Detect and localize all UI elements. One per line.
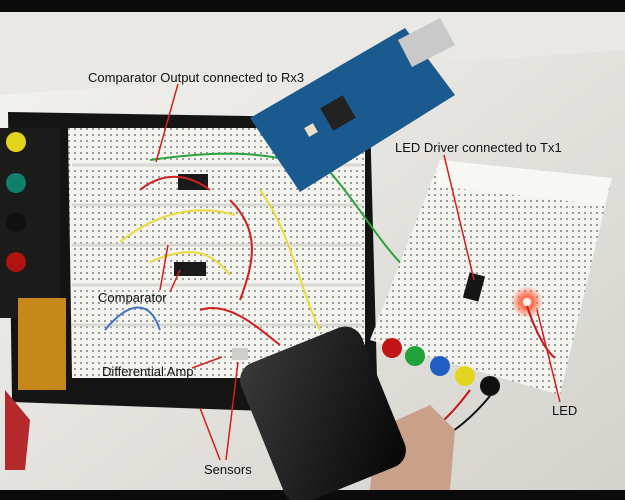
led-driver-chip [462,272,486,302]
differential-amp-label: Differential Amp [102,364,194,379]
binding-posts-left [0,128,60,318]
red-led [523,298,531,306]
arduino-reset-button [304,123,318,137]
wish-label [18,298,66,390]
large-breadboard [68,128,365,378]
ic-chip-comparator [178,174,208,190]
arduino-mega [250,28,455,192]
led-label: LED [552,403,578,418]
led-driver-label: LED Driver connected to Tx1 [395,140,562,155]
small-breadboard-rail [436,160,612,205]
alligator-clip [5,390,30,470]
ic-chip-diffamp [174,262,206,276]
arduino-usb-port [398,18,455,67]
sensors-label: Sensors [204,462,252,477]
table-shadow [0,12,625,95]
phone [240,326,406,500]
sensor-module [232,348,248,360]
comparator-output-label: Comparator Output connected to Rx3 [88,70,305,85]
small-breadboard [370,160,612,395]
binding-posts-right [382,338,500,396]
arduino-chip [320,95,356,131]
comparator-label: Comparator [98,290,167,305]
led-leads [526,305,556,359]
callout-lines [155,83,561,461]
